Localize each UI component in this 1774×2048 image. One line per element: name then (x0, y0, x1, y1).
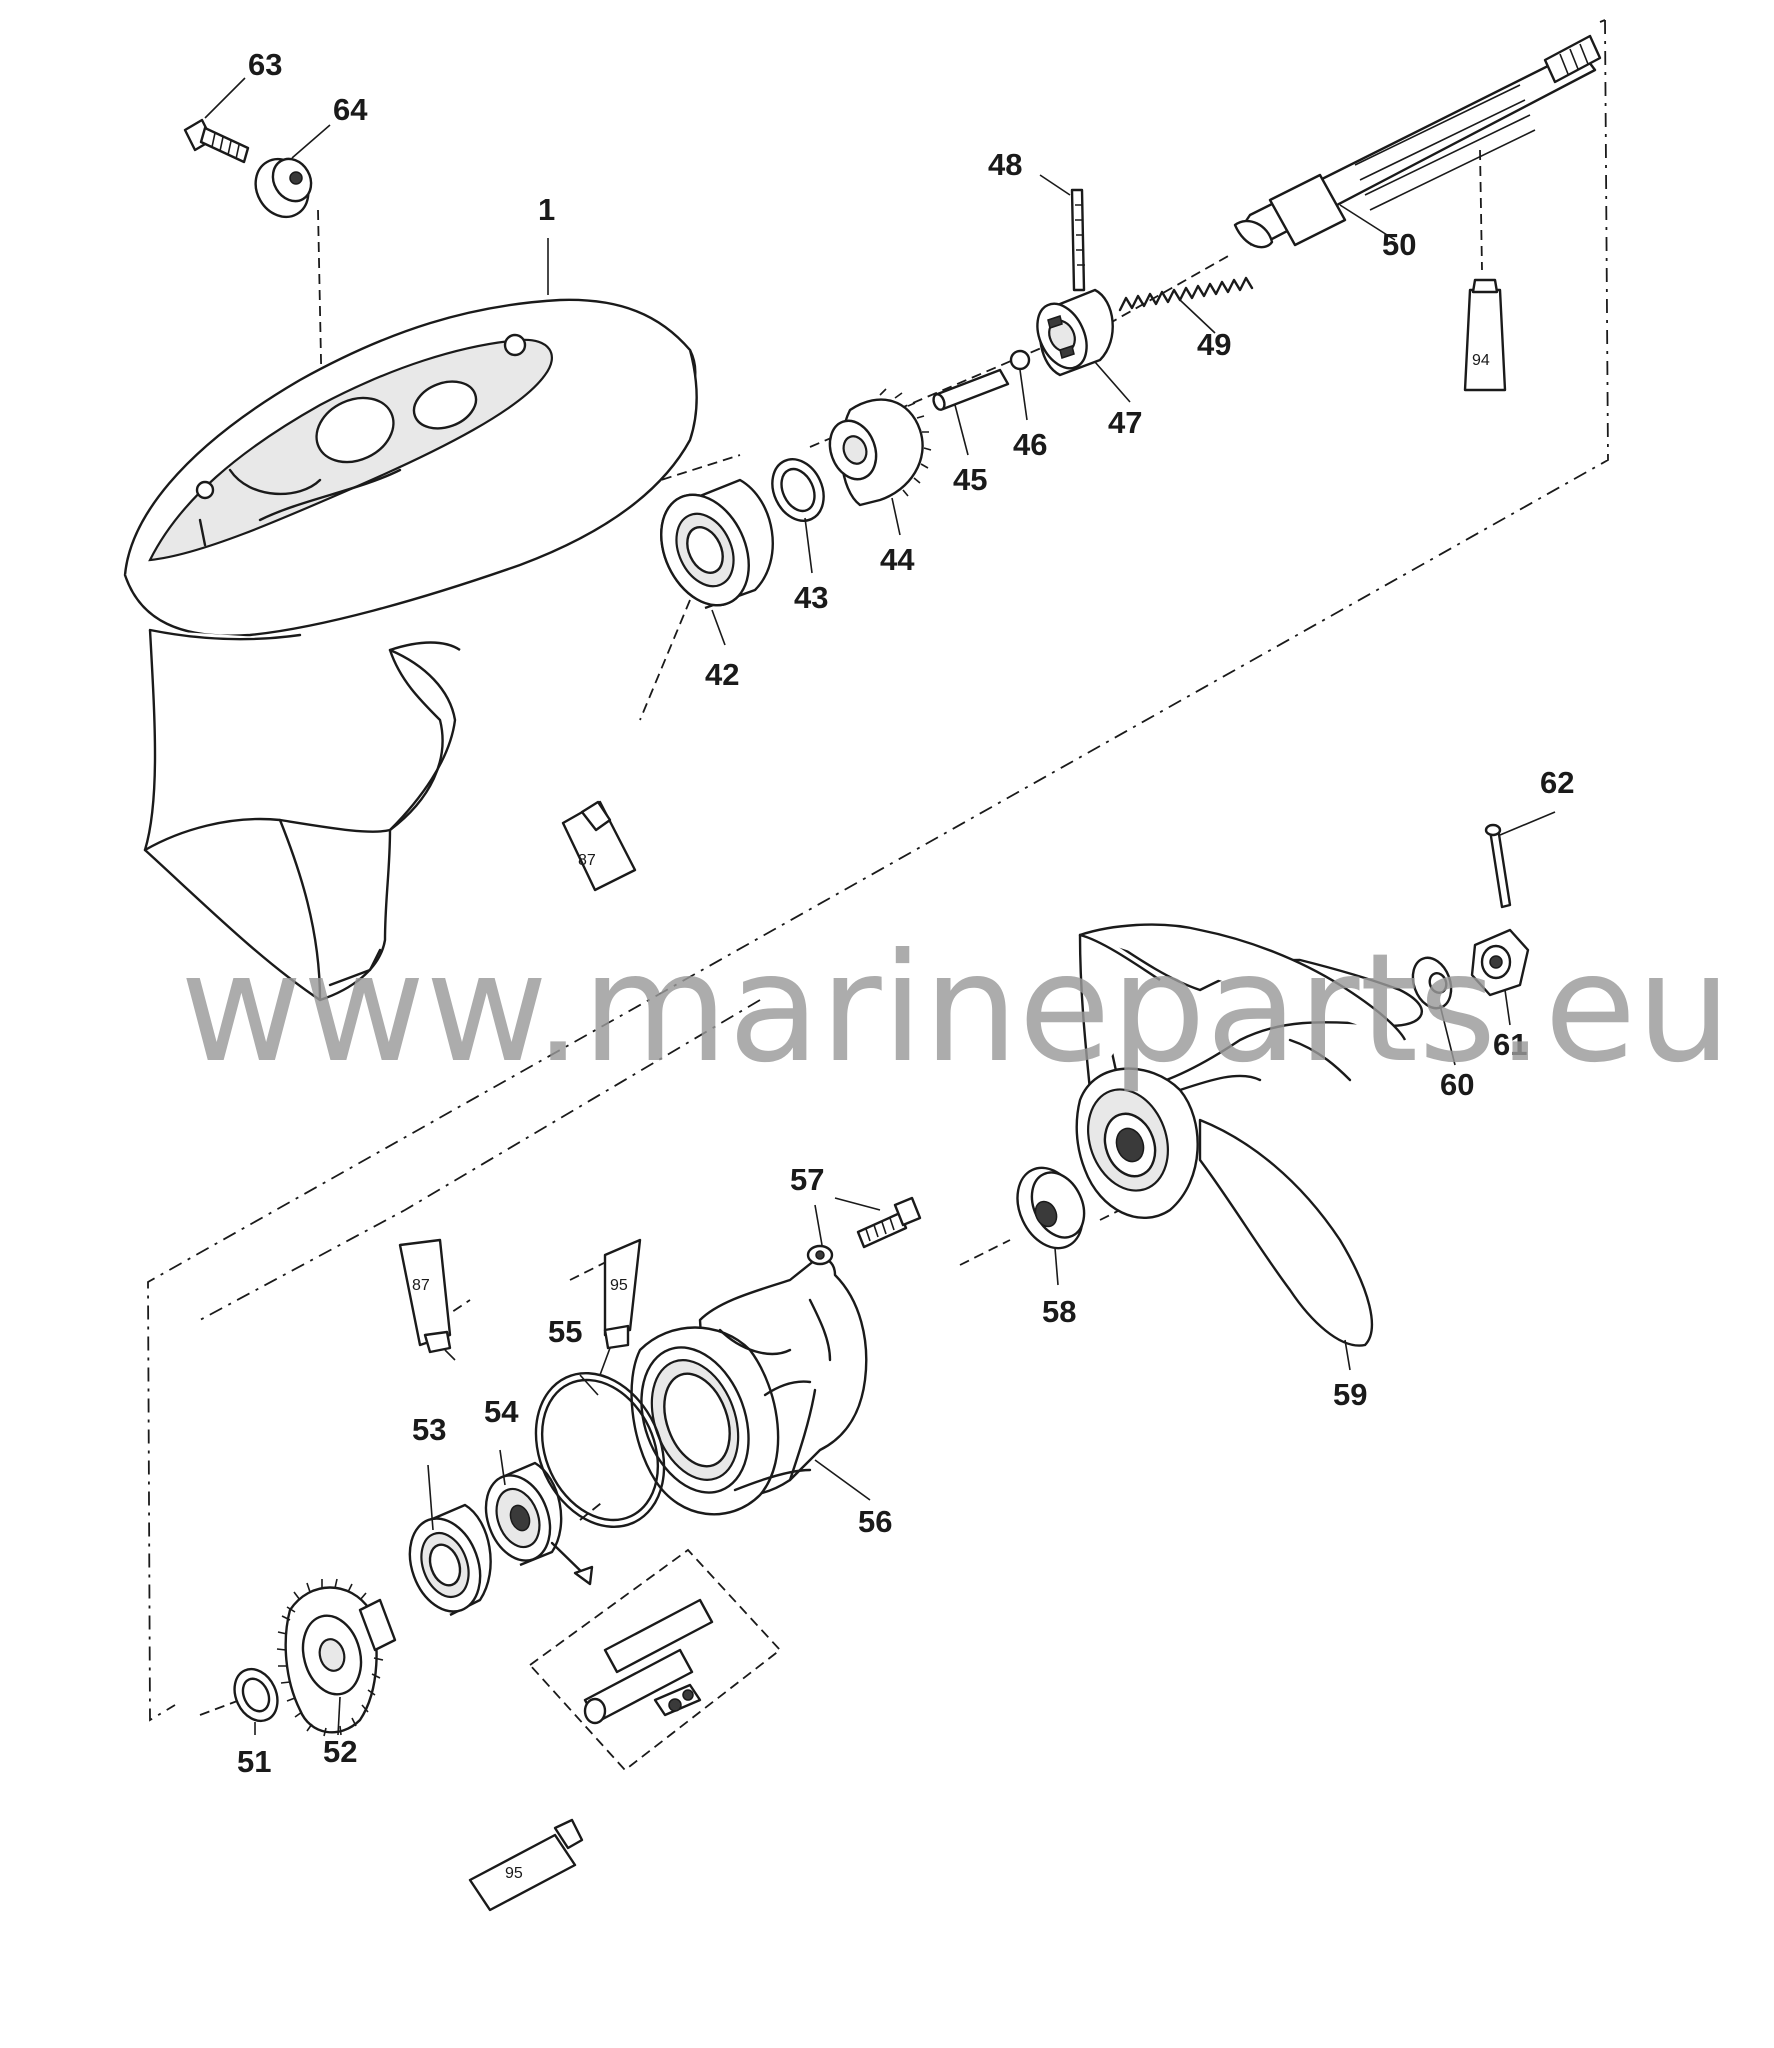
clutch-47 (1036, 288, 1114, 377)
callout-64: 64 (333, 92, 368, 127)
callout-1: 1 (538, 192, 555, 227)
callout-49: 49 (1197, 327, 1231, 362)
spring-49 (1118, 276, 1254, 312)
bolt-57 (806, 1196, 922, 1266)
callout-57: 57 (790, 1162, 824, 1197)
callout-61: 61 (1493, 1027, 1527, 1062)
bearing-54 (484, 1461, 563, 1567)
grease-tube-87-upper: 87 (561, 800, 637, 892)
watermark-text: www.marineparts.eu (180, 922, 1732, 1096)
callout-58: 58 (1042, 1294, 1076, 1329)
callout-42: 42 (705, 657, 739, 692)
callout-45: 45 (953, 462, 987, 497)
tube-95-lower-label: 95 (505, 1865, 523, 1882)
shim-43 (771, 458, 825, 522)
spacer-60 (1411, 956, 1453, 1010)
callout-60: 60 (1440, 1067, 1474, 1102)
bearing-53 (408, 1503, 492, 1617)
propeller-shaft-50 (1233, 34, 1602, 249)
ball-46 (1009, 349, 1031, 371)
screw-63 (183, 118, 250, 164)
grease-tube-94: 94 (1463, 278, 1507, 392)
callout-labels: 63 64 1 42 43 44 45 46 47 48 49 50 51 52… (237, 47, 1574, 1779)
leader-lines (204, 77, 1556, 1736)
tube-87-lower-label: 87 (412, 1277, 430, 1294)
cotter-pin-62 (1484, 823, 1512, 909)
callout-62: 62 (1540, 765, 1574, 800)
callout-50: 50 (1382, 227, 1416, 262)
bearing-carrier-56 (630, 1257, 868, 1516)
gearcase-housing (123, 298, 698, 1002)
cross-pin-48 (1070, 188, 1086, 292)
callout-54: 54 (484, 1394, 519, 1429)
callout-59: 59 (1333, 1377, 1367, 1412)
propeller-59 (1075, 923, 1423, 1347)
callout-52: 52 (323, 1734, 357, 1769)
callout-47: 47 (1108, 405, 1142, 440)
pin-45 (932, 368, 1010, 411)
pinion-gear-44 (828, 388, 932, 507)
callout-48: 48 (988, 147, 1022, 182)
forward-gear-52 (276, 1578, 397, 1737)
callout-55: 55 (548, 1314, 582, 1349)
washer-64 (254, 157, 313, 219)
grease-tube-87-lower: 87 (398, 1238, 452, 1354)
thrust-washer-58 (1016, 1166, 1086, 1250)
callout-56: 56 (858, 1504, 892, 1539)
bearing-42 (660, 478, 774, 610)
inset-subassembly (528, 1541, 782, 1772)
tube-95-upper-label: 95 (610, 1277, 628, 1294)
prop-nut-61 (1470, 928, 1530, 997)
callout-44: 44 (880, 542, 915, 577)
o-ring-55 (534, 1371, 666, 1529)
grease-tube-95-upper: 95 (603, 1238, 642, 1350)
callout-51: 51 (237, 1744, 271, 1779)
callout-53: 53 (412, 1412, 446, 1447)
tube-94-label: 94 (1472, 352, 1490, 369)
callout-63: 63 (248, 47, 282, 82)
callout-43: 43 (794, 580, 828, 615)
shim-51 (233, 1667, 279, 1723)
grease-tube-95-lower: 95 (468, 1818, 584, 1912)
callout-46: 46 (1013, 427, 1047, 462)
tube-87-upper-label: 87 (578, 852, 596, 869)
